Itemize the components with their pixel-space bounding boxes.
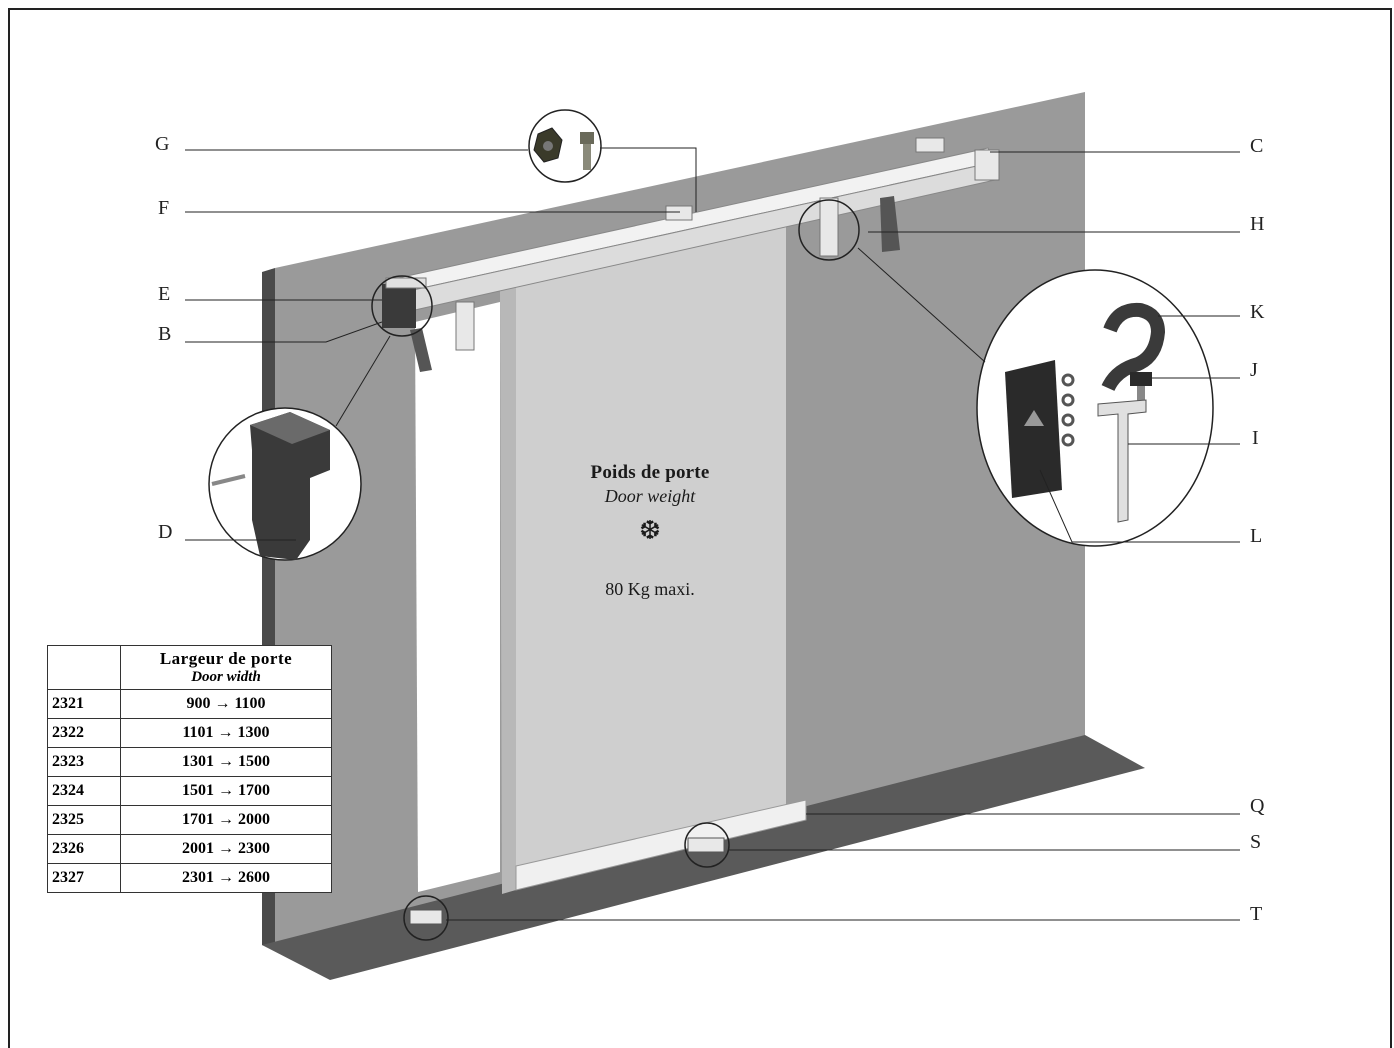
bracket-right	[974, 149, 1000, 181]
door-max-weight: 80 Kg maxi.	[605, 579, 695, 599]
table-header-fr: Largeur de porte	[159, 649, 293, 668]
page-frame	[8, 8, 1392, 1048]
wheel-detail	[1101, 302, 1166, 392]
label-t: T	[1250, 903, 1262, 925]
hanger-body-detail	[1005, 360, 1062, 498]
hanger-plate-detail	[1097, 399, 1147, 523]
label-h: H	[1250, 213, 1264, 235]
table-cell-range: 1501 → 1700	[120, 776, 332, 806]
wheel-nut	[1130, 372, 1152, 386]
hanger-left	[455, 301, 475, 351]
washer-4	[1061, 433, 1075, 447]
table-cell-ref: 2322	[47, 718, 121, 748]
zoom-circle-t	[403, 895, 449, 941]
table-cell-ref: 2324	[47, 776, 121, 806]
table-header-width: Largeur de porte Door width	[120, 645, 332, 690]
bracket-detail-screw	[211, 474, 246, 486]
door-weight-info: Poids de porte Door weight ❆ 80 Kg maxi.	[540, 462, 760, 600]
zoom-circle-e	[371, 275, 433, 337]
bracket-left	[382, 284, 416, 328]
floor-guide-s	[687, 837, 725, 853]
zoom-circle-h	[798, 199, 860, 261]
label-e: E	[158, 283, 170, 305]
stop-right	[880, 196, 900, 252]
table-cell-range: 2301 → 2600	[120, 863, 332, 893]
floor-guide-t	[409, 909, 443, 925]
label-s: S	[1250, 831, 1261, 853]
label-c: C	[1250, 135, 1263, 157]
table-cell-ref: 2321	[47, 689, 121, 719]
bolt-icon	[580, 132, 594, 144]
bracket-left-plate	[385, 277, 427, 289]
washer-3	[1061, 413, 1075, 427]
floor	[262, 735, 1145, 980]
table-cell-ref: 2323	[47, 747, 121, 777]
label-d: D	[158, 521, 172, 543]
washer-1	[1061, 373, 1075, 387]
washer-2	[1061, 393, 1075, 407]
table-cell-ref: 2327	[47, 863, 121, 893]
wall-opening	[415, 302, 500, 892]
table-cell-range: 1101 → 1300	[120, 718, 332, 748]
bracket-detail-plate	[250, 412, 330, 444]
zoom-circle-s	[684, 822, 730, 868]
bracket-left-foot	[410, 328, 432, 372]
leader-b	[185, 321, 383, 343]
door-bottom-strip	[515, 799, 807, 891]
table-header-blank	[47, 645, 121, 690]
table-cell-range: 1301 → 1500	[120, 747, 332, 777]
leader-d-zoom	[335, 335, 391, 427]
snowflake-icon: ❆	[639, 516, 661, 545]
hanger-body-warning	[1024, 410, 1044, 426]
table-cell-range: 2001 → 2300	[120, 834, 332, 864]
table-cell-range: 1701 → 2000	[120, 805, 332, 835]
table-header-row: Largeur de porte Door width	[47, 645, 332, 690]
leader-g-rail	[600, 147, 697, 212]
label-b: B	[158, 323, 171, 345]
leader-l	[1039, 469, 1240, 543]
label-k: K	[1250, 301, 1265, 323]
leader-hanger-zoom	[857, 247, 986, 363]
clip-c	[915, 137, 945, 153]
door-weight-title: Poids de porte	[590, 462, 710, 483]
bolt-shaft	[583, 144, 591, 170]
bracket-detail	[250, 412, 330, 560]
label-f: F	[158, 197, 169, 219]
nut-hole	[543, 141, 553, 151]
label-g: G	[155, 133, 169, 155]
door-weight-subtitle: Door weight	[604, 486, 696, 506]
clip-f	[665, 205, 693, 221]
label-i: I	[1252, 427, 1259, 449]
table-cell-ref: 2326	[47, 834, 121, 864]
door-panel-edge	[500, 286, 516, 894]
door-panel	[516, 222, 786, 890]
label-q: Q	[1250, 795, 1265, 817]
axle-detail	[1137, 386, 1145, 412]
table-cell-ref: 2325	[47, 805, 121, 835]
table-header-en: Door width	[191, 669, 261, 685]
label-j: J	[1250, 359, 1258, 381]
label-l: L	[1250, 525, 1262, 547]
hanger-right	[819, 197, 839, 257]
table-cell-range: 900 → 1100	[120, 689, 332, 719]
